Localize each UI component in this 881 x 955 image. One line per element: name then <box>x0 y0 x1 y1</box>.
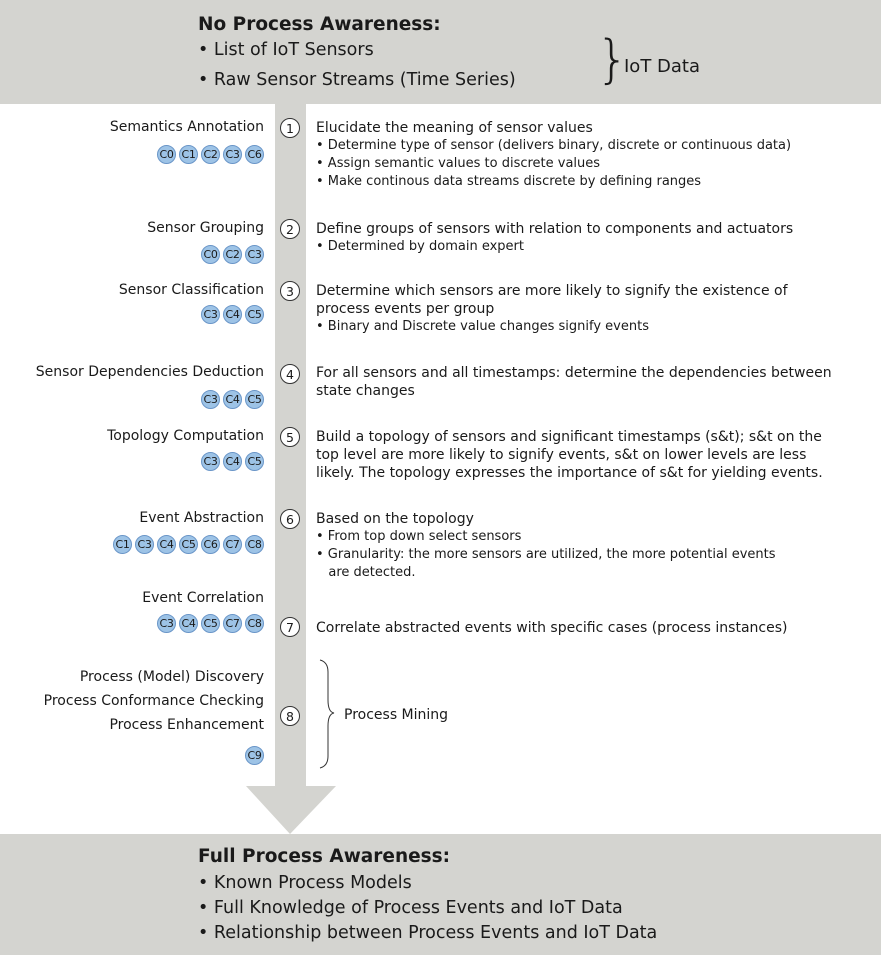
badge: C8 <box>245 614 264 633</box>
badge: C1 <box>113 535 132 554</box>
step-5-description: Build a topology of sensors and signific… <box>316 428 823 482</box>
step-text-line: • From top down select sensors <box>316 529 522 544</box>
step-2-label: Sensor Grouping <box>147 220 264 236</box>
step-8-label-conformance: Process Conformance Checking <box>43 693 264 709</box>
badge: C6 <box>201 535 220 554</box>
badge: C5 <box>179 535 198 554</box>
badge: C3 <box>135 535 154 554</box>
step-text-line: • Determine type of sensor (delivers bin… <box>316 138 792 153</box>
step-7-label: Event Correlation <box>142 590 264 606</box>
step-text-line: • Binary and Discrete value changes sign… <box>316 319 649 334</box>
step-text-line: Define groups of sensors with relation t… <box>316 221 794 237</box>
step-4-label: Sensor Dependencies Deduction <box>35 364 264 380</box>
bottom-state-box: Full Process Awareness: • Known Process … <box>0 834 881 955</box>
step-text-line: Correlate abstracted events with specifi… <box>316 620 788 636</box>
badge: C0 <box>201 245 220 264</box>
badge: C1 <box>179 145 198 164</box>
step-2-badges: C0 C2 C3 <box>201 245 264 264</box>
step-1-badges: C0 C1 C2 C3 C6 <box>157 145 264 164</box>
badge: C5 <box>245 390 264 409</box>
badge: C4 <box>157 535 176 554</box>
badge: C7 <box>223 614 242 633</box>
step-3-label: Sensor Classification <box>118 282 264 298</box>
badge: C3 <box>245 245 264 264</box>
step-7-description: Correlate abstracted events with specifi… <box>316 619 787 637</box>
bottom-box-bullet: • Relationship between Process Events an… <box>198 923 658 943</box>
step-5-label: Topology Computation <box>107 428 264 444</box>
step-4-description: For all sensors and all timestamps: dete… <box>316 364 832 400</box>
top-box-bullet: • Raw Sensor Streams (Time Series) <box>198 70 516 90</box>
step-text-line: process events per group <box>316 301 495 317</box>
step-text-line: Determine which sensors are more likely … <box>316 283 788 299</box>
step-4-badges: C3 C4 C5 <box>201 390 264 409</box>
badge: C4 <box>179 614 198 633</box>
step-8-badges: C9 <box>245 746 264 765</box>
step-7-number: 7 <box>280 617 300 637</box>
badge: C2 <box>223 245 242 264</box>
step-text-line: top level are more likely to signify eve… <box>316 447 807 463</box>
badge: C5 <box>245 305 264 324</box>
iot-data-label: IoT Data <box>624 56 701 77</box>
bottom-box-bullet: • Known Process Models <box>198 873 412 893</box>
top-box-bullet: • List of IoT Sensors <box>198 40 374 60</box>
step-text-line: • Granularity: the more sensors are util… <box>316 547 776 562</box>
top-box-title: No Process Awareness: <box>198 14 441 35</box>
step-5-number: 5 <box>280 427 300 447</box>
top-state-box: No Process Awareness: • List of IoT Sens… <box>0 0 881 104</box>
step-text-line: state changes <box>316 383 415 399</box>
badge: C3 <box>201 390 220 409</box>
badge: C3 <box>223 145 242 164</box>
badge: C4 <box>223 390 242 409</box>
step-3-description: Determine which sensors are more likely … <box>316 282 788 336</box>
step-text-line: are detected. <box>316 565 416 580</box>
step-text-line: • Make continous data streams discrete b… <box>316 174 702 189</box>
step-6-number: 6 <box>280 509 300 529</box>
step-1-label: Semantics Annotation <box>109 119 264 135</box>
step-8-label-enhancement: Process Enhancement <box>109 717 264 733</box>
badge: C3 <box>157 614 176 633</box>
step-text-line: Build a topology of sensors and signific… <box>316 429 822 445</box>
badge: C5 <box>245 452 264 471</box>
badge: C6 <box>245 145 264 164</box>
badge: C9 <box>245 746 264 765</box>
arrow-shape <box>246 104 336 834</box>
bottom-box-bullet: • Full Knowledge of Process Events and I… <box>198 898 623 918</box>
step-3-number: 3 <box>280 281 300 301</box>
step-text-line: Based on the topology <box>316 511 474 527</box>
bottom-box-title: Full Process Awareness: <box>198 846 451 867</box>
step-2-number: 2 <box>280 219 300 239</box>
step-4-number: 4 <box>280 364 300 384</box>
step-8-label-discovery: Process (Model) Discovery <box>79 669 264 685</box>
step-5-badges: C3 C4 C5 <box>201 452 264 471</box>
process-mining-brace-icon <box>319 659 335 769</box>
badge: C8 <box>245 535 264 554</box>
step-1-description: Elucidate the meaning of sensor values •… <box>316 119 791 191</box>
badge: C0 <box>157 145 176 164</box>
step-text-line: • Determined by domain expert <box>316 239 524 254</box>
step-3-badges: C3 C4 C5 <box>201 305 264 324</box>
step-text-line: For all sensors and all timestamps: dete… <box>316 365 832 381</box>
step-6-label: Event Abstraction <box>139 510 264 526</box>
step-text-line: • Assign semantic values to discrete val… <box>316 156 601 171</box>
step-text-line: Elucidate the meaning of sensor values <box>316 120 593 136</box>
badge: C4 <box>223 305 242 324</box>
step-1-number: 1 <box>280 118 300 138</box>
step-8-number: 8 <box>280 706 300 726</box>
badge: C7 <box>223 535 242 554</box>
step-text-line: likely. The topology expresses the impor… <box>316 465 823 481</box>
step-7-badges: C3 C4 C5 C7 C8 <box>157 614 264 633</box>
badge: C2 <box>201 145 220 164</box>
badge: C5 <box>201 614 220 633</box>
step-2-description: Define groups of sensors with relation t… <box>316 220 793 256</box>
step-6-description: Based on the topology • From top down se… <box>316 510 776 582</box>
badge: C4 <box>223 452 242 471</box>
badge: C3 <box>201 452 220 471</box>
step-6-badges: C1 C3 C4 C5 C6 C7 C8 <box>113 535 264 554</box>
badge: C3 <box>201 305 220 324</box>
process-mining-label: Process Mining <box>344 707 449 723</box>
curly-brace-icon: } <box>596 30 630 90</box>
